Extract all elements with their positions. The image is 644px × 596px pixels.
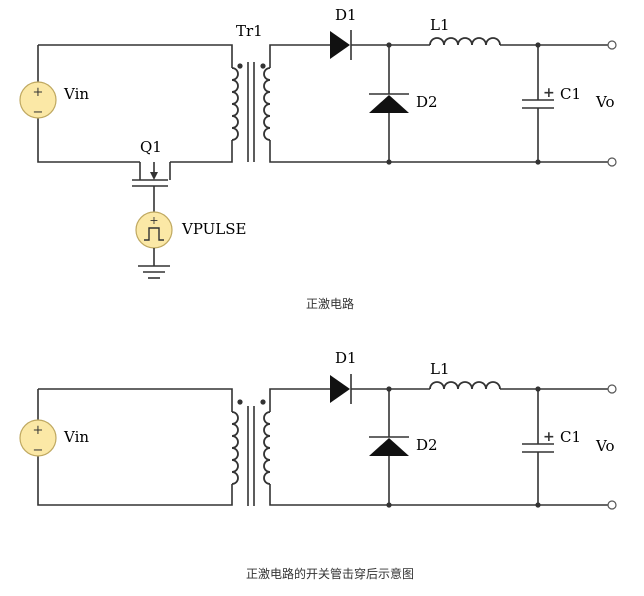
vo-positive-terminal xyxy=(607,40,617,50)
transformer-primary-winding xyxy=(231,411,239,485)
forward-converter-diagram: + − Vin Tr1 D1 D2 xyxy=(19,6,617,279)
svg-text:+: + xyxy=(149,214,158,227)
svg-text:+: + xyxy=(33,85,44,100)
svg-text:−: − xyxy=(33,443,44,458)
vin-source-symbol: + − xyxy=(19,81,57,120)
d2-diode-symbol xyxy=(369,93,409,113)
c1-bottom-junction xyxy=(535,502,541,508)
c1-polarity-plus: + xyxy=(543,429,555,445)
vin-label: Vin xyxy=(63,85,89,103)
vo-negative-terminal xyxy=(607,157,617,167)
vin-source-symbol: + − xyxy=(19,419,57,458)
vo-negative-terminal xyxy=(607,500,617,510)
vpulse-label: VPULSE xyxy=(181,220,247,238)
secondary-top-wire xyxy=(269,44,330,68)
q1-mosfet-symbol xyxy=(132,162,171,212)
input-shorted-return-wire xyxy=(37,456,233,506)
d2-return-junction xyxy=(386,159,392,165)
transformer-label: Tr1 xyxy=(236,22,263,40)
transformer-secondary-winding xyxy=(263,67,271,141)
c1-bottom-junction xyxy=(535,159,541,165)
l1-label: L1 xyxy=(430,16,450,34)
output-return-wire xyxy=(269,140,610,163)
ground-symbol xyxy=(138,265,170,279)
input-top-wire xyxy=(38,44,233,68)
l1-inductor-symbol xyxy=(429,381,501,390)
secondary-polarity-dot xyxy=(260,399,266,405)
svg-text:+: + xyxy=(33,423,44,438)
d2-label: D2 xyxy=(416,436,438,454)
output-return-wire xyxy=(269,484,610,506)
vo-label: Vo xyxy=(595,437,615,455)
vo-label: Vo xyxy=(595,93,615,111)
secondary-polarity-dot xyxy=(260,63,266,69)
d2-diode-symbol xyxy=(369,436,409,456)
transformer-primary-winding xyxy=(231,67,239,141)
d2-return-junction xyxy=(386,502,392,508)
c1-capacitor-symbol xyxy=(522,443,554,453)
c1-label: C1 xyxy=(560,428,581,446)
d2-label: D2 xyxy=(416,93,438,111)
bottom-diagram-caption: 正激电路的开关管击穿后示意图 xyxy=(246,566,414,581)
input-bottom-wire xyxy=(170,140,233,163)
vin-label: Vin xyxy=(63,428,89,446)
l1-label: L1 xyxy=(430,360,450,378)
c1-label: C1 xyxy=(560,85,581,103)
primary-polarity-dot xyxy=(237,399,243,405)
q1-label: Q1 xyxy=(140,138,162,156)
primary-polarity-dot xyxy=(237,63,243,69)
d1-diode-symbol xyxy=(330,30,352,60)
svg-text:−: − xyxy=(33,105,44,120)
c1-capacitor-symbol xyxy=(522,99,554,109)
top-diagram-caption: 正激电路 xyxy=(306,296,354,311)
input-top-wire xyxy=(38,388,233,412)
vpulse-source-symbol: + xyxy=(135,211,173,249)
vo-positive-terminal xyxy=(607,384,617,394)
c1-polarity-plus: + xyxy=(543,85,555,101)
d1-label: D1 xyxy=(335,349,357,367)
l1-inductor-symbol xyxy=(429,37,501,46)
secondary-top-wire xyxy=(269,388,330,412)
input-left-lower-wire xyxy=(37,118,140,163)
d1-label: D1 xyxy=(335,6,357,24)
shorted-switch-diagram: + − Vin D1 D2 L1 xyxy=(19,349,617,510)
transformer-secondary-winding xyxy=(263,411,271,485)
d1-diode-symbol xyxy=(330,374,352,404)
